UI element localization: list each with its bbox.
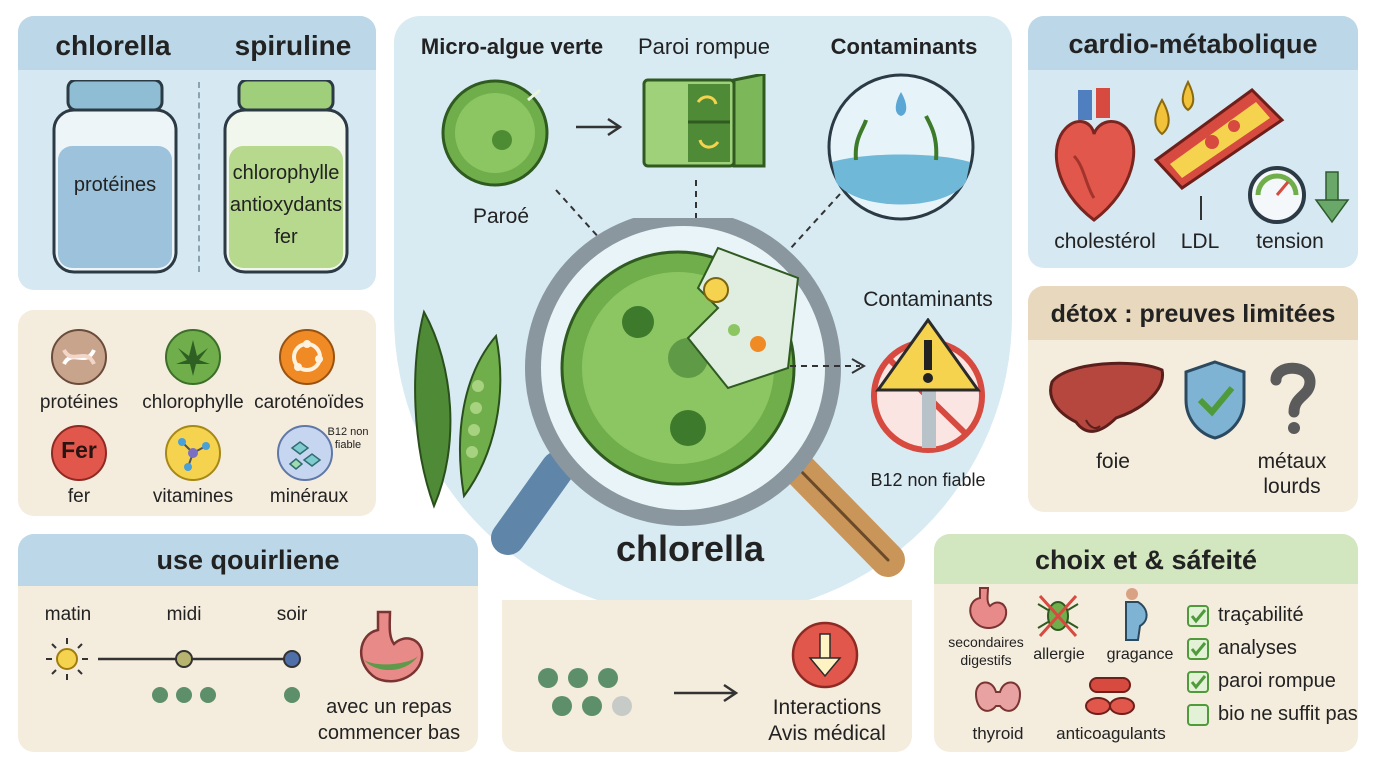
cardio-title: cardio-métabolique <box>1068 29 1318 59</box>
b12-note: B12 non fiable <box>327 426 369 452</box>
usage-panel: use qouirliene matin midi soir avec un r… <box>18 534 478 752</box>
crystal-icon <box>276 424 334 482</box>
alert-down-icon <box>790 620 860 690</box>
check-label-3: paroi rompue <box>1218 670 1336 692</box>
timeline-icon <box>98 646 308 672</box>
interactions-panel: Interactions Avis médical <box>502 600 912 752</box>
spiruline-jar-line-1: chlorophylle <box>232 162 340 184</box>
pregnancy-icon <box>1114 586 1154 642</box>
warning-icon <box>868 318 990 454</box>
stomach-icon <box>348 608 432 688</box>
nutrient-label-mineraux: minéraux <box>269 486 349 507</box>
cardio-panel: cardio-métabolique cholestérol LDL tensi… <box>1028 16 1358 268</box>
chlorella-jar-icon <box>50 80 180 276</box>
sun-icon <box>44 636 90 682</box>
spiruline-jar-line-2: antioxydants <box>229 194 343 216</box>
question-icon <box>1266 360 1320 436</box>
warning-note: B12 non fiable <box>870 470 986 490</box>
label-metaux: métaux <box>1257 450 1327 473</box>
water-scene-icon <box>826 72 976 222</box>
warning-title: Contaminants <box>863 288 993 311</box>
nutrient-label-proteines: protéines <box>39 392 119 413</box>
thyroid-icon <box>972 674 1024 720</box>
time-soir: soir <box>276 604 308 625</box>
label-cholesterol: cholestérol <box>1054 230 1156 253</box>
carotenoid-icon <box>278 328 336 386</box>
nutrient-label-fer: fer <box>67 486 91 507</box>
compare-panel: chlorella spiruline protéines chlorophyl… <box>18 16 376 290</box>
stomach-small-icon <box>964 586 1010 632</box>
molecule-icon <box>164 424 222 482</box>
liver-icon <box>1046 358 1168 438</box>
leaves-icon <box>404 306 508 512</box>
heart-icon <box>1044 86 1144 226</box>
chlorella-title: chlorella <box>55 30 171 61</box>
usage-title: use qouirliene <box>156 545 340 575</box>
spiruline-jar-icon <box>221 80 351 276</box>
iron-icon <box>50 424 108 482</box>
checkbox-empty-icon <box>1186 703 1210 727</box>
dna-icon <box>50 328 108 386</box>
wall-label: Paroé <box>472 205 530 228</box>
label-lourds: lourds <box>1263 475 1321 498</box>
food-line-1: avec un repas <box>326 696 452 718</box>
arrow-down-icon <box>1314 170 1350 224</box>
interactions-line-2: Avis médical <box>768 722 886 745</box>
compare-divider <box>198 82 200 272</box>
detox-panel: détox : preuves limitées foie métaux lou… <box>1028 286 1358 512</box>
nutrient-label-carotenoides: caroténoïdes <box>254 392 364 413</box>
shield-icon <box>1180 358 1250 442</box>
step-paroi-rompue: Paroi rompue <box>637 34 771 59</box>
spiruline-title: spiruline <box>234 30 352 61</box>
detox-title: détox : preuves limitées <box>1050 300 1336 328</box>
checkbox-checked-icon-3 <box>1186 670 1210 694</box>
step-micro-algue: Micro-algue verte <box>420 34 604 59</box>
check-label-1: traçabilité <box>1218 604 1304 626</box>
side-effect-3: allergie <box>1033 646 1085 663</box>
broken-wall-icon <box>640 74 770 170</box>
side-effect-4: gragance <box>1106 646 1174 663</box>
time-matin: matin <box>44 604 92 625</box>
label-foie: foie <box>1096 450 1130 473</box>
side-effect-2: digestifs <box>960 652 1012 668</box>
food-line-2: commencer bas <box>317 722 461 744</box>
pills-icon <box>1082 674 1138 718</box>
label-ldl: LDL <box>1180 230 1220 253</box>
spiruline-jar-line-3: fer <box>274 226 298 248</box>
nutrient-label-chlorophylle: chlorophylle <box>142 392 244 413</box>
check-label-2: analyses <box>1218 637 1297 659</box>
safety-title: choix et & sáfeité <box>1034 545 1258 575</box>
chlorella-jar-text: protéines <box>73 174 157 196</box>
arrow-right-icon <box>574 116 624 138</box>
check-label-4: bio ne suffit pas <box>1218 703 1358 725</box>
oil-drops-icon <box>1144 76 1204 142</box>
side-effect-5: thyroid <box>972 724 1024 743</box>
leaf-icon <box>164 328 222 386</box>
artery-icon <box>1152 80 1288 190</box>
checkbox-checked-icon <box>1186 604 1210 628</box>
algae-cell-icon <box>440 78 550 188</box>
side-effect-1: secondaires <box>948 634 1024 650</box>
arrow-right-icon-2 <box>672 682 742 704</box>
allergy-icon <box>1036 590 1080 640</box>
capsules-icon <box>534 664 638 720</box>
magnifier-icon <box>488 218 928 588</box>
label-tension: tension <box>1256 230 1324 253</box>
checkbox-checked-icon-2 <box>1186 637 1210 661</box>
ldl-pointer-line <box>1200 196 1202 220</box>
dose-dots-icon <box>148 684 308 706</box>
nutrients-panel: protéines chlorophylle caroténoïdes Fer … <box>18 310 376 516</box>
side-effect-6: anticoagulants <box>1056 724 1166 743</box>
step-contaminants: Contaminants <box>830 34 978 59</box>
iron-badge-text: Fer <box>61 437 97 463</box>
center-title: chlorella <box>615 528 765 569</box>
gauge-icon <box>1244 162 1310 224</box>
interactions-line-1: Interactions <box>772 696 882 719</box>
safety-panel: choix et & sáfeité secondaires digestifs… <box>934 534 1358 752</box>
dashed-arrow-icon <box>790 356 870 376</box>
nutrient-label-vitamines: vitamines <box>152 486 234 507</box>
time-midi: midi <box>166 604 202 625</box>
